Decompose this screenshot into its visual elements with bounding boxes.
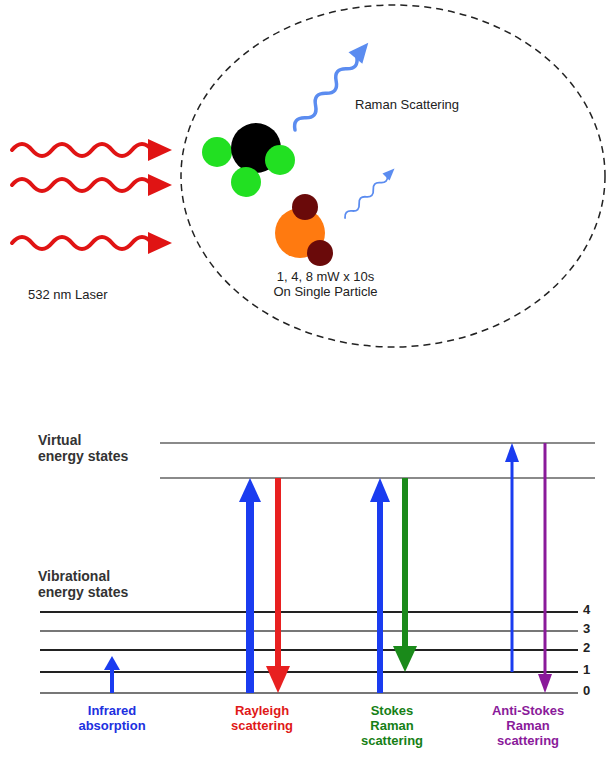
energy-level [40, 671, 578, 673]
arrow-head [349, 37, 376, 64]
arrow-shaft [246, 500, 254, 693]
molecule-one [202, 123, 295, 197]
level-number: 1 [583, 663, 601, 678]
arrow-head [538, 674, 552, 693]
dark-red-atom [292, 194, 318, 220]
energy-level [160, 442, 595, 444]
arrow-head [148, 174, 172, 196]
laser-label: 532 nm Laser [28, 288, 138, 303]
laser-heads [148, 139, 172, 254]
laser-power-note: 1, 4, 8 mW x 10s On Single Particle [269, 270, 382, 300]
scatter-wave [291, 53, 360, 133]
arrow-shaft [110, 668, 114, 693]
energy-level [40, 692, 578, 694]
transition-label: Infrared absorption [62, 704, 162, 734]
sample-circle [181, 5, 605, 347]
energy-level [40, 630, 578, 632]
anti-stokes-arrows [505, 443, 552, 693]
arrow-head [382, 165, 398, 181]
green-atom [231, 167, 261, 197]
arrow-head [148, 232, 172, 254]
arrow-head [370, 478, 390, 502]
molecule-two [275, 194, 333, 266]
laser-wave [12, 179, 152, 191]
rayleigh-arrows [239, 478, 290, 693]
level-number: 3 [583, 622, 601, 637]
arrow-shaft [275, 478, 281, 670]
vibrational-states-label: Vibrational energy states [38, 568, 138, 600]
vibrational-levels [40, 612, 578, 693]
arrow-head [148, 139, 172, 161]
virtual-states-label: Virtual energy states [38, 432, 130, 464]
infrared-arrow [104, 656, 120, 693]
level-number: 2 [583, 641, 601, 656]
energy-level [40, 611, 578, 613]
scattered-light-large [288, 37, 375, 136]
laser-wave [12, 144, 152, 156]
arrow-head [266, 666, 290, 693]
laser-wave [12, 237, 152, 249]
scattered-light-small [341, 165, 398, 222]
green-atom [202, 137, 232, 167]
arrow-shaft [402, 478, 408, 650]
arrow-shaft [544, 443, 547, 676]
sample-region: Raman Scattering 1, 4, 8 mW x 10s On Sing… [180, 4, 606, 348]
green-atom [265, 145, 295, 175]
scatter-wave [343, 173, 390, 220]
virtual-levels [160, 443, 595, 478]
transition-label: Stokes Raman scattering [350, 704, 434, 749]
laser-beams [12, 144, 152, 249]
transition-label: Anti-Stokes Raman scattering [486, 704, 570, 749]
dark-red-atom [307, 240, 333, 266]
transition-label: Rayleigh scattering [212, 704, 312, 734]
stokes-arrows [370, 478, 417, 693]
scattering-label: Raman Scattering [355, 98, 485, 113]
level-number: 4 [583, 603, 601, 618]
energy-level [160, 477, 595, 479]
arrow-head [104, 656, 120, 670]
arrow-head [505, 443, 519, 462]
arrow-shaft [377, 500, 383, 693]
dashed-outline [180, 4, 606, 348]
arrow-head [239, 478, 261, 502]
level-number: 0 [583, 684, 601, 699]
arrow-shaft [511, 460, 514, 672]
arrow-head [393, 646, 417, 672]
energy-level [40, 649, 578, 651]
